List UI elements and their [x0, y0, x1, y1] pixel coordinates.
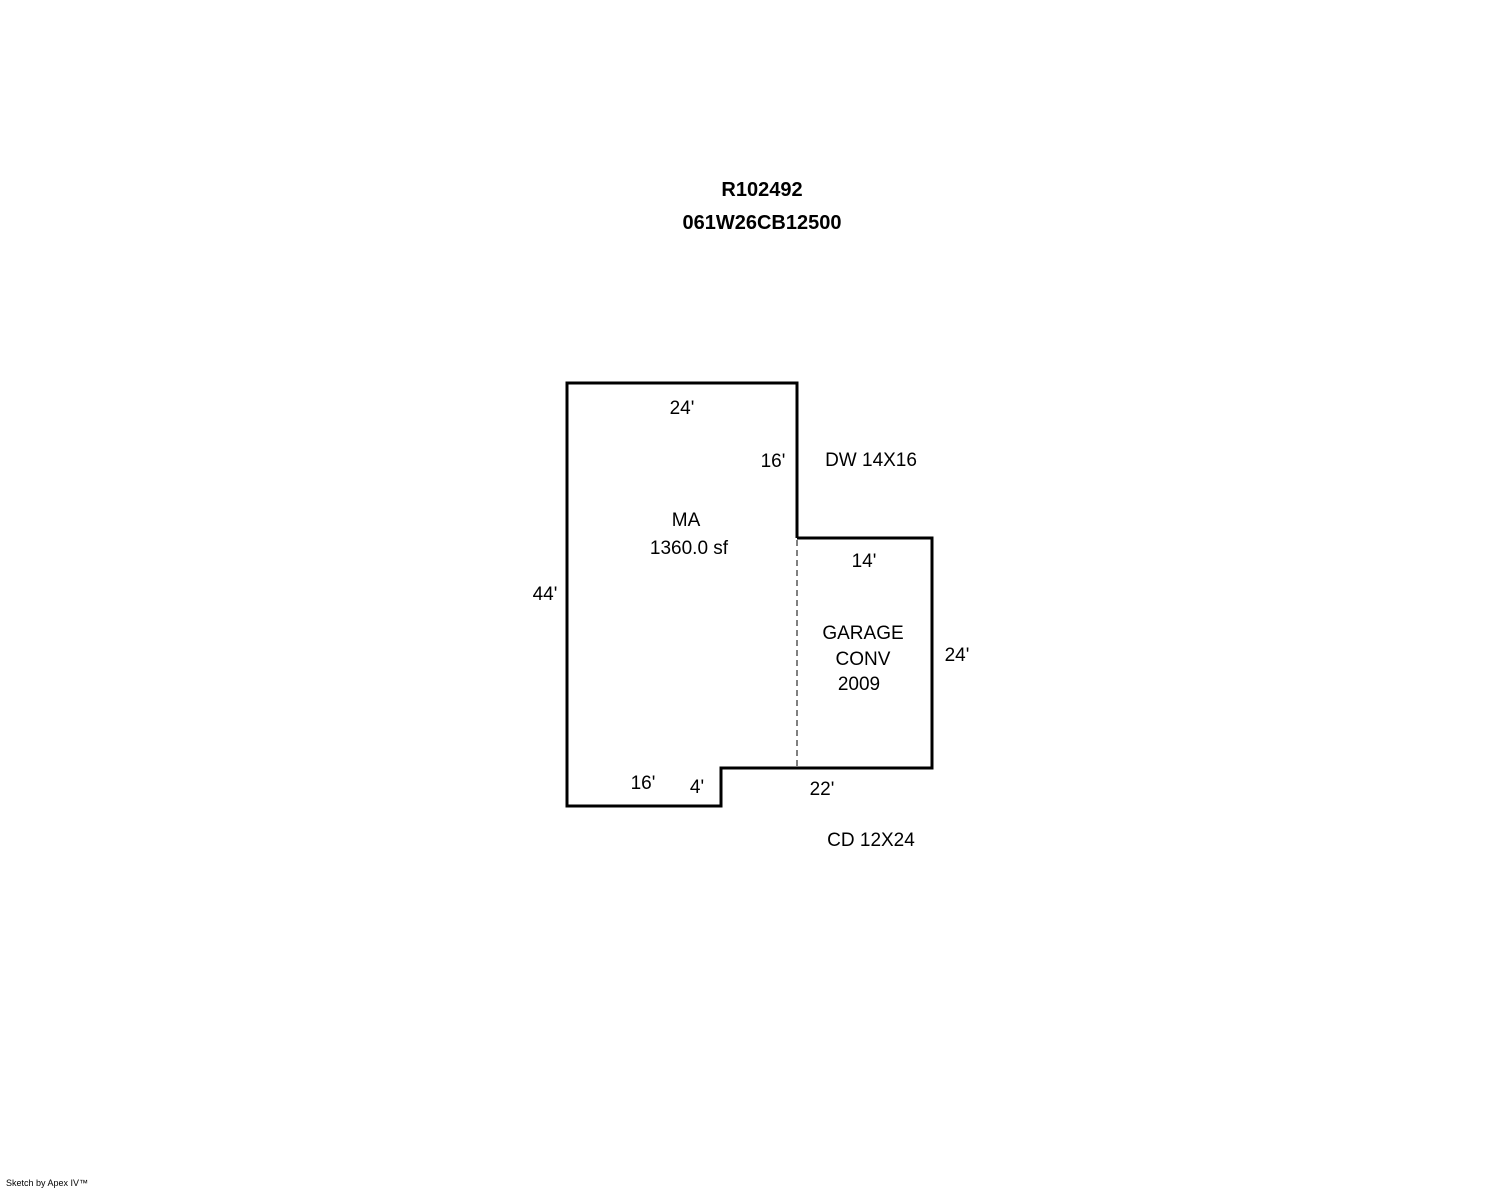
dim-garage-right: 24'	[945, 645, 970, 666]
account-id: R102492	[721, 179, 803, 201]
main-area-size: 1360.0 sf	[650, 538, 729, 559]
dim-main-bottom-step: 4'	[690, 777, 704, 798]
dim-garage-bottom: 22'	[810, 779, 835, 800]
dim-main-left: 44'	[533, 584, 558, 605]
main-area-outline	[565, 381, 799, 808]
garage-label-line2: CONV	[836, 649, 891, 670]
main-area-code: MA	[672, 510, 701, 531]
dim-main-bottom-left: 16'	[631, 773, 656, 794]
dim-garage-top: 14'	[852, 551, 877, 572]
note-deck-wood: DW 14X16	[825, 450, 917, 471]
dim-main-right-upper: 16'	[761, 451, 786, 472]
garage-label-line3: 2009	[838, 674, 880, 695]
parcel-number: 061W26CB12500	[682, 212, 842, 234]
garage-outline	[797, 536, 934, 770]
garage-label-line1: GARAGE	[822, 623, 903, 644]
sketch-credit: Sketch by Apex IV™	[6, 1178, 89, 1188]
note-deck-concrete: CD 12X24	[827, 830, 915, 851]
dim-main-top: 24'	[670, 398, 695, 419]
